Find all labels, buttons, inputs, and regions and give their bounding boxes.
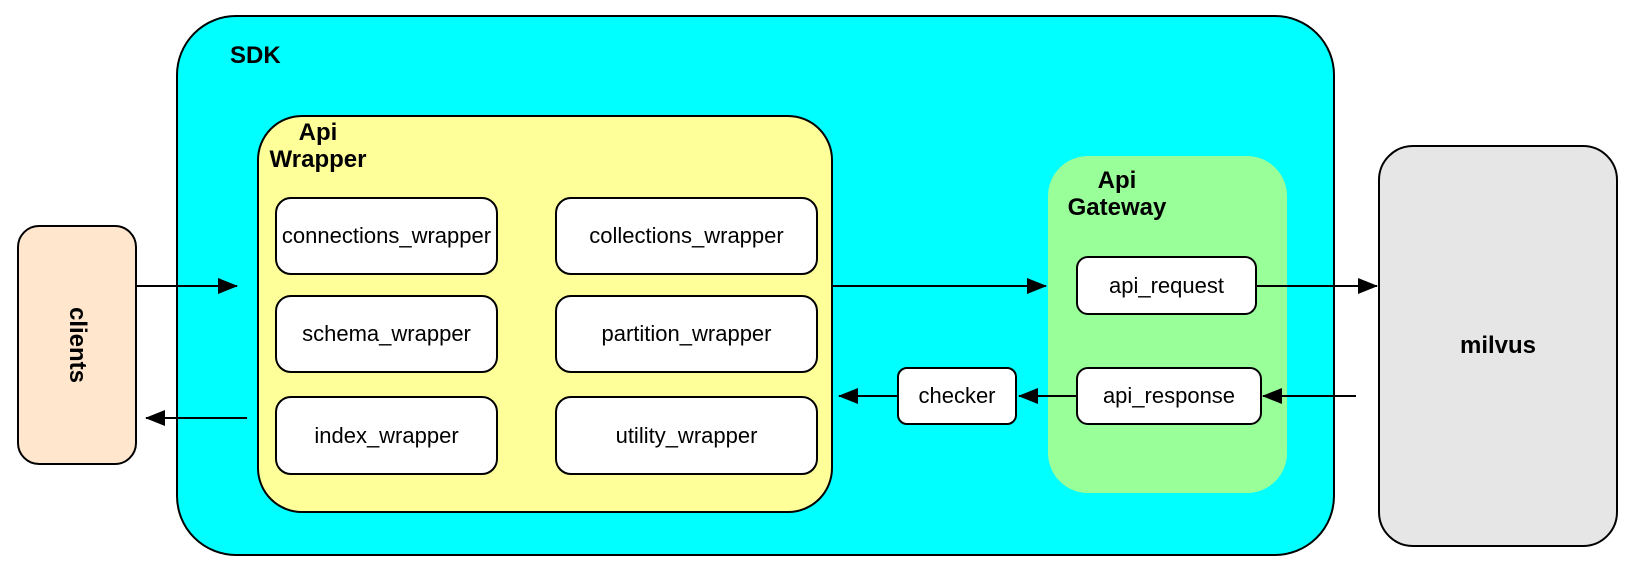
collections-wrapper-label: collections_wrapper xyxy=(589,223,784,248)
sdk-label: SDK xyxy=(230,42,281,69)
connections-wrapper-node: connections_wrapper xyxy=(275,197,498,275)
api-request-label: api_request xyxy=(1109,272,1224,298)
schema-wrapper-node: schema_wrapper xyxy=(275,295,498,373)
index-wrapper-node: index_wrapper xyxy=(275,396,498,475)
checker-node: checker xyxy=(897,367,1017,425)
connections-wrapper-label: connections_wrapper xyxy=(281,223,492,248)
clients-label: clients xyxy=(64,306,91,384)
milvus-node: milvus xyxy=(1378,145,1618,547)
clients-node: clients xyxy=(17,225,137,465)
checker-label: checker xyxy=(918,383,996,408)
schema-wrapper-label: schema_wrapper xyxy=(302,321,471,346)
utility-wrapper-node: utility_wrapper xyxy=(555,396,818,475)
index-wrapper-label: index_wrapper xyxy=(314,422,459,448)
api-response-label: api_response xyxy=(1102,383,1236,408)
api-wrapper-label: Api Wrapper xyxy=(269,119,367,173)
utility-wrapper-label: utility_wrapper xyxy=(615,422,758,448)
api-request-node: api_request xyxy=(1076,256,1257,315)
collections-wrapper-node: collections_wrapper xyxy=(555,197,818,275)
partition-wrapper-label: partition_wrapper xyxy=(601,321,772,346)
api-gateway-label: Api Gateway xyxy=(1067,167,1167,221)
api-gateway-container xyxy=(1048,156,1287,493)
api-response-node: api_response xyxy=(1076,367,1262,425)
partition-wrapper-node: partition_wrapper xyxy=(555,295,818,373)
milvus-label: milvus xyxy=(1459,332,1537,359)
